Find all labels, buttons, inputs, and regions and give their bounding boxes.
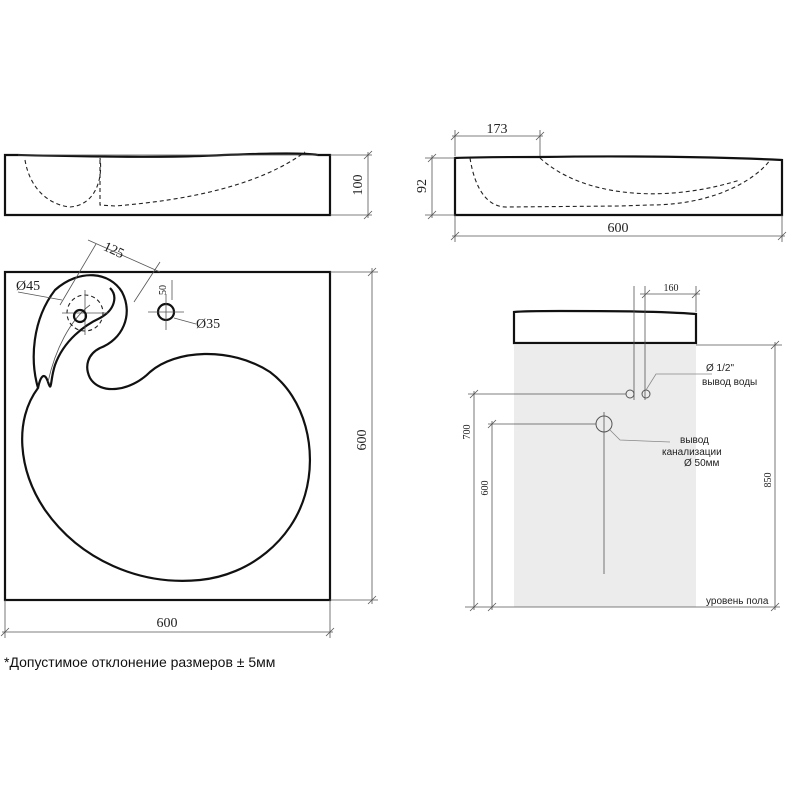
installation-wall-zone	[514, 345, 696, 607]
installation-view: 160 Ø 1/2" вывод воды вывод канализации …	[462, 283, 782, 612]
spiral-inner-line	[47, 304, 91, 383]
side-height-label: 92	[415, 179, 430, 193]
drain-size-label: Ø 50мм	[684, 458, 720, 469]
water-outlet-label: вывод воды	[702, 377, 757, 388]
side-offset-label: 173	[487, 122, 508, 137]
side-body-outline	[453, 155, 784, 217]
water-pipe-size: Ø 1/2"	[706, 363, 734, 374]
front-height-label: 100	[351, 175, 366, 196]
plan-width-label: 600	[157, 616, 178, 631]
front-elevation: 100	[3, 150, 373, 220]
side-basin-hidden-line	[539, 157, 741, 195]
spiral-bowl-outline	[21, 274, 311, 582]
plan-height-label: 600	[355, 430, 370, 451]
height-700-label: 700	[462, 425, 473, 440]
plan-view: 125 50 Ø45 Ø35 600 600	[0, 240, 378, 638]
front-bowl-hidden-line	[99, 151, 306, 207]
side-bowl-hidden-line	[469, 157, 771, 208]
height-600-label: 600	[480, 481, 491, 496]
plan-offset-label: 125	[101, 240, 126, 262]
plan-small-offset-label: 50	[158, 285, 169, 295]
side-elevation: 173 92 600	[415, 122, 787, 242]
tap-hole-label: Ø35	[196, 317, 220, 332]
spiral-tail-outline	[36, 287, 116, 389]
installation-sink-outline	[512, 309, 698, 345]
pipe-offset-label: 160	[664, 283, 679, 294]
side-width-label: 600	[608, 221, 629, 236]
plan-outline	[3, 270, 332, 602]
drain-label-line2: канализации	[662, 447, 722, 458]
front-basin-hidden-line	[24, 157, 102, 208]
drain-diameter-label: Ø45	[16, 279, 40, 294]
tolerance-footnote: *Допустимое отклонение размеров ± 5мм	[4, 654, 276, 670]
height-850-label: 850	[763, 473, 774, 488]
floor-level-label: уровень пола	[706, 596, 769, 607]
drain-hole-icon	[72, 308, 88, 324]
front-body-outline	[3, 152, 332, 217]
drain-label-line1: вывод	[680, 435, 709, 446]
